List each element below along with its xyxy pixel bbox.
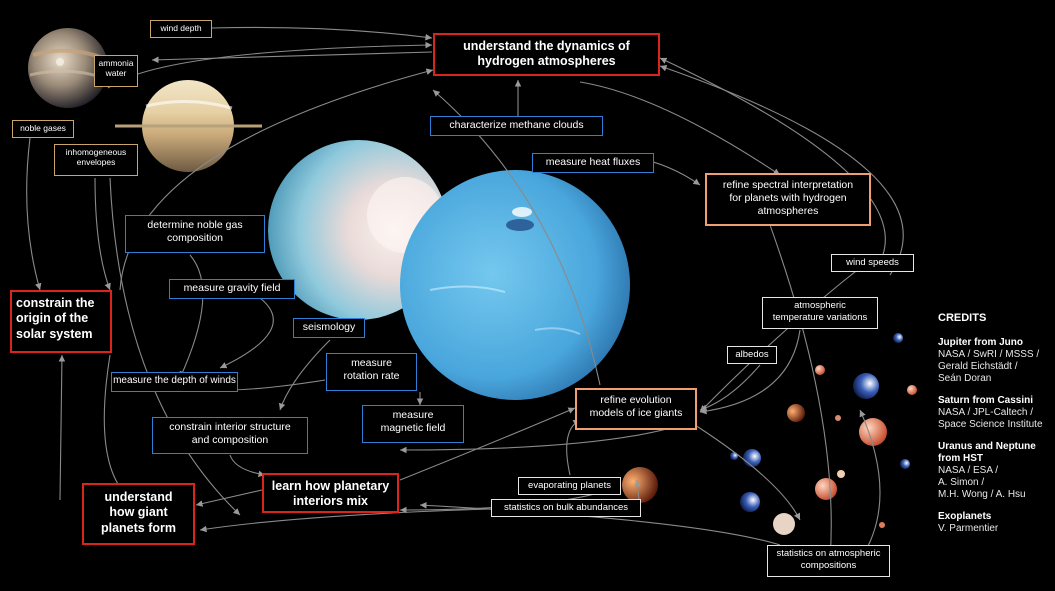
exoplanet-images	[622, 333, 917, 535]
credit-detail: NASA / JPL-Caltech / Space Science Insti…	[938, 407, 1043, 431]
node-evolution-models: refine evolution models of ice giants	[575, 388, 697, 430]
goal-interiors-mix: learn how planetary interiors mix	[262, 473, 399, 513]
credit-title: Jupiter from Juno	[938, 337, 1024, 349]
node-inhomogeneous-envelopes: inhomogeneous envelopes	[54, 144, 138, 176]
goal-hydrogen-dynamics: understand the dynamics of hydrogen atmo…	[433, 33, 660, 76]
credit-title: Saturn from Cassini	[938, 395, 1034, 407]
node-heat-fluxes: measure heat fluxes	[532, 153, 654, 173]
credits-heading: CREDITS	[938, 312, 987, 324]
goal-giant-planets-form: understand how giant planets form	[82, 483, 195, 545]
node-depth-winds: measure the depth of winds	[111, 372, 238, 392]
node-seismology: seismology	[293, 318, 365, 338]
credit-title: Uranus and Neptune from HST	[938, 441, 1036, 465]
node-atmospheric-compositions: statistics on atmospheric compositions	[767, 545, 890, 577]
node-rotation-rate: measure rotation rate	[326, 353, 417, 391]
credits-panel: CREDITS Jupiter from Juno NASA / SwRI / …	[938, 312, 1055, 545]
node-magnetic-field: measure magnetic field	[362, 405, 464, 443]
node-wind-speeds: wind speeds	[831, 254, 914, 272]
goal-origin-solar-system: constrain the origin of the solar system	[10, 290, 112, 353]
node-temperature-variations: atmospheric temperature variations	[762, 297, 878, 329]
credit-detail: NASA / ESA / A. Simon / M.H. Wong / A. H…	[938, 465, 1026, 501]
node-bulk-abundances: statistics on bulk abundances	[491, 499, 641, 517]
node-methane-clouds: characterize methane clouds	[430, 116, 603, 136]
node-noble-gases: noble gases	[12, 120, 74, 138]
node-ammonia-water: ammonia water	[94, 55, 138, 87]
node-spectral-interpretation: refine spectral interpretation for plane…	[705, 173, 871, 226]
node-albedos: albedos	[727, 346, 777, 364]
node-interior-structure: constrain interior structure and composi…	[152, 417, 308, 454]
credit-detail: V. Parmentier	[938, 523, 999, 535]
neptune-image	[400, 170, 630, 400]
saturn-image	[115, 80, 262, 172]
node-evaporating-planets: evaporating planets	[518, 477, 621, 495]
node-noble-gas: determine noble gas composition	[125, 215, 265, 253]
node-wind-depth: wind depth	[150, 20, 212, 38]
credit-detail: NASA / SwRI / MSSS / Gerald Eichstädt / …	[938, 349, 1040, 385]
node-gravity-field: measure gravity field	[169, 279, 295, 299]
credit-title: Exoplanets	[938, 511, 992, 523]
